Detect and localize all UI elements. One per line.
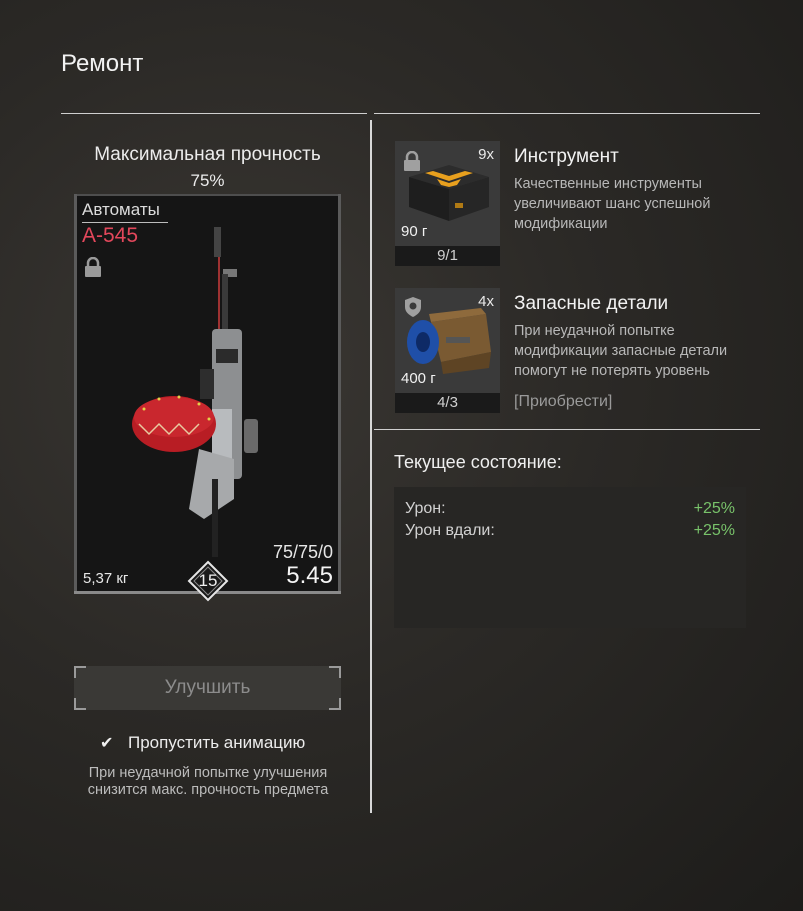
weapon-image	[132, 227, 258, 557]
slot-spare-parts-mass: 400 г	[401, 370, 436, 387]
slot-spare-parts-image-area	[395, 288, 500, 393]
spare-parts-image	[407, 308, 491, 374]
skip-animation-label: Пропустить анимацию	[128, 733, 306, 752]
corner-tl	[74, 666, 86, 678]
level-diamond-icon	[187, 560, 229, 602]
weapon-name: А-545	[82, 224, 139, 247]
slot-tool-description: Качественные инструменты увеличивают шан…	[514, 176, 711, 232]
card-frame-top	[74, 194, 341, 196]
divider-vertical	[370, 120, 372, 813]
stat-row: Урон вдали: +25%	[405, 522, 735, 540]
card-frame-left	[74, 194, 77, 594]
stat-row: Урон: +25%	[405, 500, 735, 518]
weapon-level: 15	[198, 571, 218, 590]
toolbox-image	[409, 165, 489, 221]
slot-spare-parts[interactable]: 4x 400 г 4/3	[395, 288, 500, 413]
slot-spare-parts-count: 4x	[478, 293, 494, 310]
upgrade-button[interactable]: Улучшить	[74, 666, 341, 710]
corner-bl	[74, 698, 86, 710]
weapon-score: 5.45	[286, 562, 333, 589]
card-frame-right	[338, 194, 341, 594]
skip-animation-toggle[interactable]: ✔ Пропустить анимацию	[100, 733, 305, 753]
weapon-weight: 5,37 кг	[83, 570, 129, 587]
slot-spare-parts-title: Запасные детали	[514, 293, 669, 314]
slot-spare-parts-quota: 4/3	[395, 393, 500, 413]
state-title: Текущее состояние:	[394, 452, 562, 472]
weapon-durability: 75/75/0	[272, 542, 333, 562]
stat-value: +25%	[693, 500, 735, 517]
upgrade-button-label: Улучшить	[164, 677, 251, 698]
divider-left	[61, 113, 367, 114]
slot-tool-count: 9x	[478, 146, 494, 163]
category-underline	[82, 222, 168, 223]
corner-tr	[329, 666, 341, 678]
lock-icon	[404, 151, 420, 171]
shield-icon	[405, 297, 421, 317]
stat-label: Урон:	[405, 500, 446, 517]
max-durability-label: Максимальная прочность	[94, 144, 321, 165]
slot-tool-title: Инструмент	[514, 146, 619, 167]
max-durability-value: 75%	[190, 171, 225, 190]
slot-tool[interactable]: 9x 90 г 9/1	[395, 141, 500, 266]
slot-spare-parts-description: При неудачной попытке модификации запасн…	[514, 323, 728, 379]
stat-value: +25%	[693, 522, 735, 539]
lock-icon	[85, 257, 101, 277]
corner-br	[329, 698, 341, 710]
weapon-card[interactable]: Автоматы А-545 5,37 кг 75/75/0 5.45 15	[74, 194, 341, 602]
check-icon[interactable]: ✔	[100, 735, 114, 752]
buy-link[interactable]: [Приобрести]	[514, 393, 613, 410]
divider-right	[374, 113, 760, 114]
page-title: Ремонт	[61, 50, 144, 77]
upgrade-warning: При неудачной попытке улучшения снизится…	[87, 765, 329, 798]
state-box: Урон: +25% Урон вдали: +25%	[394, 487, 746, 628]
weapon-category: Автоматы	[82, 200, 160, 219]
slot-tool-mass: 90 г	[401, 223, 428, 240]
stat-label: Урон вдали:	[405, 522, 495, 539]
slot-tool-quota: 9/1	[395, 246, 500, 266]
divider-mid	[374, 429, 760, 430]
slot-tool-image-area	[395, 141, 500, 246]
